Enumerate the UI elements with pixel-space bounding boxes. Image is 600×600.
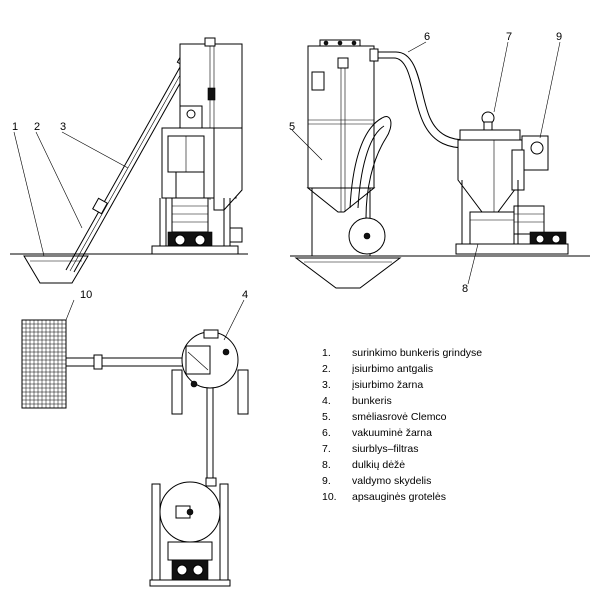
legend-text-2: įsiurbimo antgalis [352, 363, 433, 375]
legend-num-1: 1. [322, 347, 331, 359]
legend-num-9: 9. [322, 475, 331, 487]
legend-num-8: 8. [322, 459, 331, 471]
legend-text-8: dulkių dėžė [352, 459, 405, 471]
callout-6: 6 [424, 31, 430, 43]
legend-text-1: surinkimo bunkeris grindyse [352, 347, 482, 359]
right-side-view [290, 39, 590, 289]
callout-10: 10 [80, 289, 92, 301]
legend: 1. surinkimo bunkeris grindyse 2. įsiurb… [322, 347, 482, 503]
legend-text-4: bunkeris [352, 395, 392, 407]
callout-2: 2 [34, 121, 40, 133]
legend-text-9: valdymo skydelis [352, 475, 431, 487]
callout-leaders [13, 41, 561, 341]
legend-text-3: įsiurbimo žarna [352, 379, 423, 391]
callout-7: 7 [506, 31, 512, 43]
callout-1: 1 [12, 121, 18, 133]
callout-4: 4 [242, 289, 248, 301]
callout-3: 3 [60, 121, 66, 133]
legend-num-5: 5. [322, 411, 331, 423]
legend-num-3: 3. [322, 379, 331, 391]
plan-view [21, 319, 249, 587]
legend-text-6: vakuuminė žarna [352, 427, 432, 439]
legend-num-10: 10. [322, 491, 337, 503]
legend-text-10: apsauginės grotelės [352, 491, 446, 503]
callout-numbers: 1 2 3 4 5 6 7 8 9 10 [12, 31, 562, 301]
callout-9: 9 [556, 31, 562, 43]
legend-num-4: 4. [322, 395, 331, 407]
legend-text-5: smėliasrovė Clemco [352, 411, 447, 423]
left-side-view [10, 37, 248, 284]
callout-5: 5 [289, 121, 295, 133]
legend-num-2: 2. [322, 363, 331, 375]
legend-text-7: siurblys–filtras [352, 443, 419, 455]
callout-8: 8 [462, 283, 468, 295]
legend-num-6: 6. [322, 427, 331, 439]
legend-num-7: 7. [322, 443, 331, 455]
